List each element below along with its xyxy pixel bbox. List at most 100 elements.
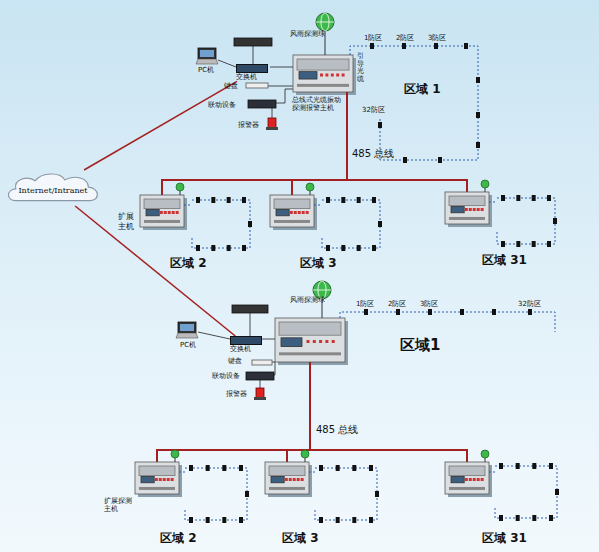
fiber-zone <box>350 46 478 160</box>
sensor-symbol <box>364 309 368 315</box>
wire <box>310 191 311 195</box>
sensor-symbol <box>222 465 226 471</box>
host-led <box>331 74 334 77</box>
sensor-symbol <box>476 112 480 118</box>
sensor-symbol <box>357 245 361 251</box>
node-text: 交换机 <box>236 73 268 81</box>
text-label: 报警器 <box>238 121 259 129</box>
sensor-symbol <box>501 195 505 201</box>
text-label: 区域 31 <box>482 531 527 545</box>
linkage-device <box>248 100 276 108</box>
host-led <box>481 208 484 211</box>
host-panel <box>144 199 180 209</box>
bus-485 <box>346 92 348 180</box>
host-led <box>294 211 297 214</box>
host-screen <box>281 338 302 347</box>
text-label: 485 总线 <box>316 424 358 436</box>
sensor-symbol <box>547 241 551 247</box>
wire <box>260 380 261 388</box>
weather-sensor-ball <box>171 450 179 458</box>
wire <box>198 332 230 339</box>
host-led <box>325 340 328 343</box>
sensor-symbol <box>357 197 361 203</box>
network-link <box>84 81 237 170</box>
sensor-symbol <box>196 197 200 203</box>
text-label: 引导光缆 <box>357 53 364 84</box>
pc-keyboard <box>196 59 218 64</box>
host-led <box>301 478 304 481</box>
host-led <box>465 478 468 481</box>
sensor-symbol <box>555 489 559 495</box>
alarm-icon <box>268 118 276 128</box>
sensor-symbol <box>499 515 503 521</box>
switch-device: 交换机 <box>236 64 268 81</box>
server-unit <box>234 38 272 46</box>
host-led <box>477 478 480 481</box>
wire <box>218 60 236 67</box>
host-unit <box>445 462 489 494</box>
pc-display <box>200 50 214 57</box>
sensor-symbol <box>532 241 536 247</box>
sensor-symbol <box>396 309 400 315</box>
host-panel <box>279 322 341 335</box>
sensor-symbol <box>501 241 505 247</box>
host-led <box>473 208 476 211</box>
host-led <box>171 478 174 481</box>
sensor-symbol <box>336 465 340 471</box>
sensor-symbol <box>549 463 553 469</box>
sensor-symbol <box>222 517 226 523</box>
sensor-symbol <box>369 517 373 523</box>
sensor-symbol <box>227 197 231 203</box>
text-label: 键盘 <box>228 357 242 365</box>
host-led <box>481 478 484 481</box>
sensor-symbol <box>319 517 323 523</box>
host-led <box>155 478 158 481</box>
switch-icon <box>230 336 262 345</box>
sensor-symbol <box>528 309 532 315</box>
sensor-symbol <box>378 221 382 227</box>
host-led <box>298 211 301 214</box>
host-panel <box>449 466 485 476</box>
sensor-symbol <box>245 491 249 497</box>
weather-sensor-ball <box>316 13 334 31</box>
host-unit <box>293 55 353 92</box>
alarm-icon <box>256 388 264 398</box>
fiber <box>489 202 497 203</box>
host-led <box>307 340 310 343</box>
sensor-symbol <box>476 142 480 148</box>
wire <box>305 458 306 462</box>
linkage-device <box>246 372 274 380</box>
host-unit <box>445 192 489 224</box>
host-led <box>342 74 345 77</box>
wire <box>270 67 293 68</box>
text-label: 联动设备 <box>208 101 236 109</box>
text-label: 风雨探测球 <box>290 30 325 38</box>
host-led <box>293 478 296 481</box>
sensor-symbol <box>189 517 193 523</box>
host-led <box>325 74 328 77</box>
sensor-symbol <box>242 197 246 203</box>
host-screen <box>299 72 317 79</box>
sensor-symbol <box>460 309 464 315</box>
host-led <box>319 340 322 343</box>
text-label: 区域 31 <box>482 253 527 267</box>
fiber-loop <box>192 200 250 248</box>
network-link <box>75 206 235 336</box>
fiber-zone <box>340 312 555 332</box>
text-label: 区域 2 <box>160 531 197 545</box>
wire <box>272 362 275 363</box>
sensor-symbol <box>532 195 536 201</box>
wire <box>180 191 181 195</box>
text-label: 485 总线 <box>352 148 394 160</box>
sensor-symbol <box>499 463 503 469</box>
host-led <box>320 74 323 77</box>
host-led <box>302 211 305 214</box>
text-label: 扩展主机 <box>118 212 136 231</box>
host-led <box>297 478 300 481</box>
text-label: 1防区 <box>356 300 374 308</box>
wire <box>485 458 486 462</box>
weather-sensor-ball <box>306 183 314 191</box>
host-panel <box>297 59 349 70</box>
